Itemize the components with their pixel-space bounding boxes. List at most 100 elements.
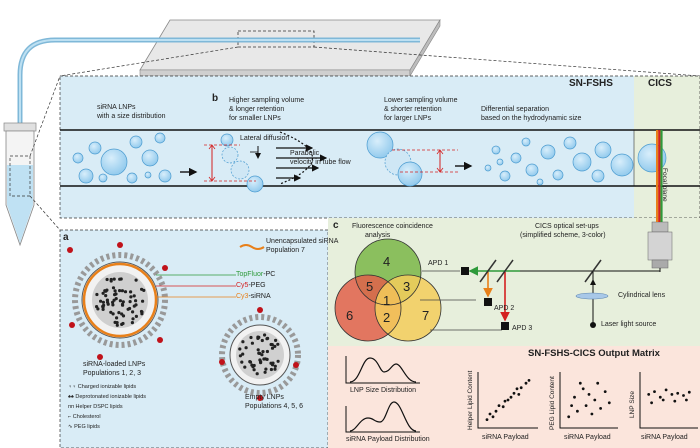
microfluidic-chip [139, 18, 441, 78]
lipid-dot [243, 365, 247, 369]
lipid-dot [130, 321, 134, 325]
scatter-point [650, 401, 653, 405]
scatter-point [567, 415, 571, 419]
objective-lens [647, 231, 673, 261]
lower-line3: for larger LNPs [384, 115, 432, 122]
lipid-dot [101, 291, 105, 295]
lipid-dot [120, 289, 124, 293]
output-panel-background [328, 346, 700, 448]
scatter-lnp-size [647, 388, 691, 405]
cylindrical-lens [575, 292, 609, 300]
cics-title: CICS [648, 78, 672, 89]
topfluor-label: TopFluor-PC [236, 271, 276, 278]
apd2-label: APD 2 [494, 305, 515, 312]
lipid-dot [140, 287, 144, 291]
peg-red-dots [67, 242, 299, 401]
payload-dist-label: siRNA Payload Distribution [346, 436, 430, 443]
scatter-point [590, 412, 594, 416]
panel-c-label: c [333, 220, 339, 231]
scatter-point [578, 381, 582, 385]
size-dist-label: LNP Size Distribution [350, 387, 417, 394]
lipid-dot [95, 305, 99, 309]
lipid-dot [269, 367, 273, 372]
lipid-dot [95, 292, 99, 297]
scatter-point [607, 401, 611, 405]
panel-b-background [60, 76, 634, 218]
lipid-dot [118, 299, 122, 303]
lipid-dot [104, 294, 108, 298]
scatter-point [570, 404, 573, 407]
loaded-line1: siRNA-loaded LNPs [83, 361, 146, 368]
venn-region-3: 3 [403, 279, 411, 294]
lipid-dot [250, 363, 254, 367]
lipid-dot [113, 293, 117, 297]
lipid-dot [238, 347, 242, 351]
lipid-dot [109, 310, 113, 314]
parabolic-line2: velocity in tube flow [290, 159, 351, 166]
lipid-dot [238, 354, 242, 358]
apd1-detector [461, 267, 469, 275]
scatter-point [519, 386, 523, 390]
lipid-dot [112, 277, 116, 281]
venn-region-2: 2 [383, 310, 391, 325]
optical-setup [420, 186, 673, 331]
scatter-point [509, 395, 513, 399]
unencapsulated-sirna-icon [239, 244, 265, 250]
cholesterol-icon: ⌐ [68, 414, 73, 420]
plot2-x-label: siRNA Payload [564, 434, 611, 441]
deprotonated-lipid-icon: ♠♠ [68, 394, 76, 400]
lipid-dot [241, 340, 245, 344]
empty-line2: Populations 4, 5, 6 [245, 403, 303, 410]
plot1-x-label: siRNA Payload [482, 434, 529, 441]
lipid-dot [115, 321, 119, 325]
scatter-point [673, 399, 677, 403]
lipid-dot [112, 298, 116, 302]
lipid-dot [111, 303, 115, 307]
lateral-diffusion-particles [220, 133, 264, 193]
scatter-point [599, 407, 602, 410]
lipid-dot [134, 314, 138, 318]
cy5-label: Cy5-PEG [236, 282, 266, 289]
scatter-point [494, 409, 498, 413]
lipid-dot [256, 335, 260, 339]
lnp-particles-left [72, 132, 172, 184]
lipid-dot [132, 304, 136, 308]
focal-plane-label: Focal plane [661, 168, 668, 202]
scatter-point [503, 399, 507, 403]
diff-line1: Differential separation [481, 106, 549, 113]
scatter-point [593, 398, 597, 402]
scatter-point [485, 418, 489, 421]
venn-diagram [334, 238, 442, 342]
lipid-dot [263, 370, 267, 374]
lower-line2: & shorter retention [384, 106, 442, 113]
lipid-dot [134, 299, 138, 303]
scatter-point [581, 387, 585, 391]
lipid-dot [264, 367, 268, 371]
higher-line3: for smaller LNPs [229, 115, 281, 122]
scatter-point [653, 390, 656, 393]
scatter-point [488, 412, 492, 416]
cy3-label: Cy3-siRNA [236, 293, 271, 300]
scatter-point [506, 398, 510, 402]
output-plots [345, 356, 698, 433]
lipid-dot [101, 300, 105, 304]
lipid-dot [99, 299, 103, 303]
scatter-point [515, 387, 519, 391]
lipid-dot [265, 349, 269, 354]
lipid-dot [121, 300, 125, 304]
lipid-dot [123, 290, 128, 294]
legend-cholesterol: ⌐ Cholesterol [68, 414, 101, 420]
scatter-point [661, 398, 665, 402]
large-lnp-trajectory [366, 131, 423, 187]
scatter-point [491, 415, 495, 419]
scatter-point [682, 394, 685, 397]
lipid-dot [140, 312, 144, 316]
scatter-point [685, 398, 688, 402]
lipid-dot [261, 350, 265, 354]
scatter-point [512, 391, 516, 395]
venn-region-7: 7 [422, 308, 430, 323]
lipid-dot [252, 368, 256, 372]
lipid-dot [131, 317, 135, 321]
venn-region-1: 1 [383, 293, 391, 308]
lipid-dot [249, 335, 253, 340]
